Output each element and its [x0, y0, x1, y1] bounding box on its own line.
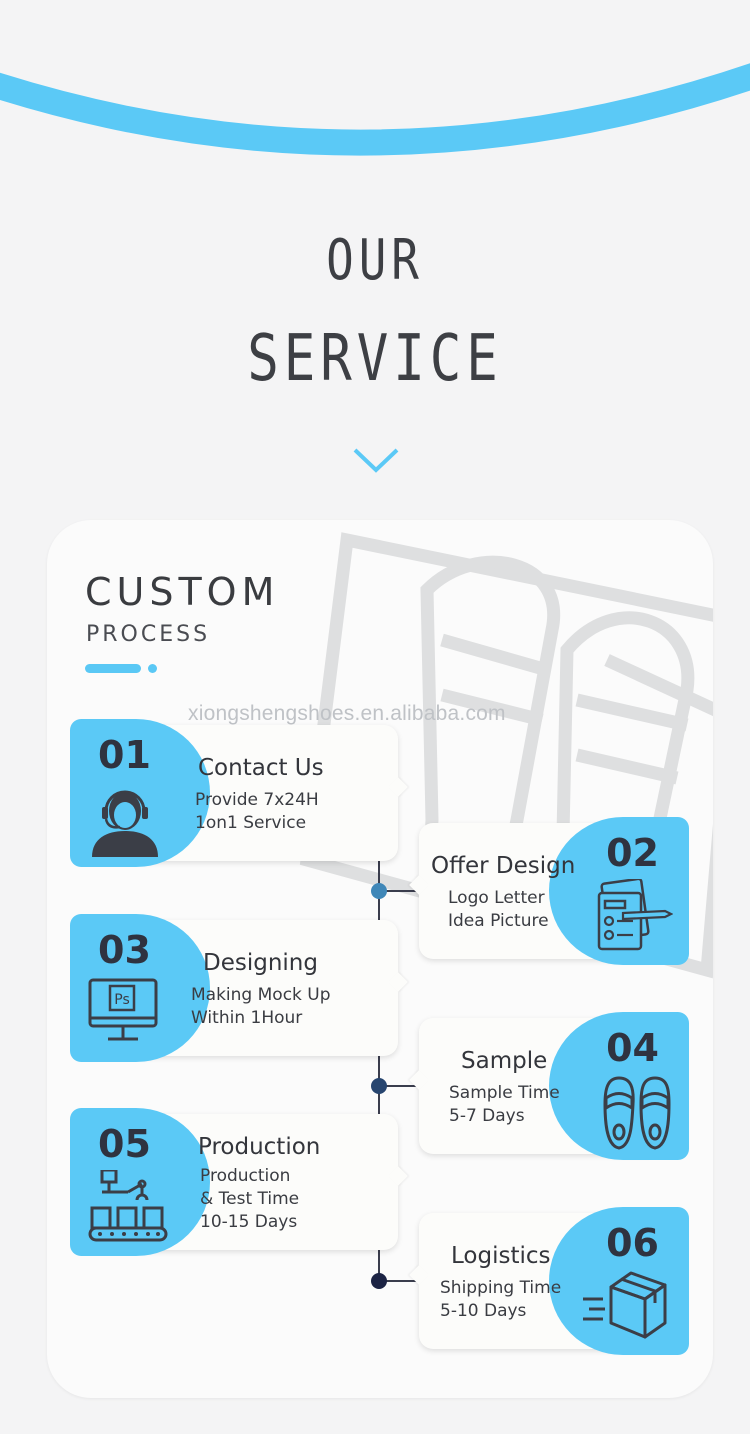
- step-detail-line: Making Mock Up: [191, 985, 331, 1005]
- timeline-connector: [379, 1280, 419, 1282]
- step-number: 01: [98, 733, 151, 777]
- step-detail-line: 1on1 Service: [195, 813, 307, 833]
- timeline-dot: [371, 1078, 387, 1094]
- step-card-04: 04 Sample Sample Time 5-7 Days: [409, 1012, 689, 1160]
- step-title: Production: [198, 1134, 321, 1160]
- top-arc-decoration: [0, 63, 750, 156]
- step-detail-line: Idea Picture: [448, 911, 549, 931]
- step-detail-line: Sample Time: [449, 1083, 560, 1103]
- step-number: 04: [606, 1026, 659, 1070]
- step-detail-line: 10-15 Days: [200, 1212, 298, 1232]
- title-underline-bar: [85, 664, 141, 673]
- timeline-dot: [371, 883, 387, 899]
- timeline-connector: [379, 890, 419, 892]
- hero-title-line1: OUR: [326, 228, 424, 293]
- step-title: Contact Us: [198, 755, 324, 781]
- chevron-down-icon: [353, 448, 399, 473]
- step-detail-line: 5-7 Days: [449, 1106, 525, 1126]
- step-detail-line: Provide 7x24H: [195, 790, 319, 810]
- step-number: 02: [606, 831, 659, 875]
- watermark-text: xiongshengshoes.en.alibaba.com: [188, 702, 506, 725]
- step-card-01: 01 Contact Us Provide 7x24H 1on1 Service: [70, 719, 408, 867]
- step-detail-line: Logo Letter: [448, 888, 545, 908]
- step-title: Sample: [461, 1048, 548, 1074]
- hero-title-line2: SERVICE: [247, 322, 503, 396]
- section-title: CUSTOM: [85, 570, 280, 614]
- production-line-icon: [88, 1170, 168, 1242]
- step-card-05: 05 Production Production & Test T: [70, 1108, 408, 1256]
- step-title: Offer Design: [431, 853, 576, 879]
- step-number: 05: [98, 1122, 151, 1166]
- step-detail-line: Shipping Time: [440, 1278, 562, 1298]
- step-card-02: 02 Offer Design Logo Letter Idea Picture: [409, 817, 689, 965]
- photoshop-label: Ps: [114, 992, 130, 1008]
- timeline-connector: [379, 1085, 419, 1087]
- step-title: Designing: [203, 950, 318, 976]
- photoshop-monitor-icon: Ps: [88, 978, 158, 1041]
- section-subtitle: PROCESS: [86, 622, 211, 647]
- step-detail-line: Production: [200, 1166, 291, 1186]
- step-detail-line: 5-10 Days: [440, 1301, 527, 1321]
- step-card-03: 03 Ps Designing Making Mock Up Within 1H…: [70, 914, 408, 1062]
- step-detail-line: Within 1Hour: [191, 1008, 303, 1028]
- timeline-dot: [371, 1273, 387, 1289]
- shipping-box-icon: [583, 1271, 667, 1339]
- step-detail-line: & Test Time: [200, 1189, 300, 1209]
- title-underline-dot: [148, 664, 157, 673]
- customer-service-icon: [92, 790, 158, 857]
- step-number: 03: [98, 928, 151, 972]
- step-badge: [70, 914, 210, 1062]
- custom-process-card: CUSTOM PROCESS xiongshengshoes.en.alibab…: [47, 520, 713, 1398]
- step-card-06: 06 Logistics Shipping Time 5-10 Days: [409, 1207, 689, 1355]
- step-number: 06: [606, 1221, 659, 1265]
- step-title: Logistics: [451, 1243, 551, 1269]
- slippers-icon: [603, 1076, 671, 1150]
- design-documents-icon: [597, 879, 673, 951]
